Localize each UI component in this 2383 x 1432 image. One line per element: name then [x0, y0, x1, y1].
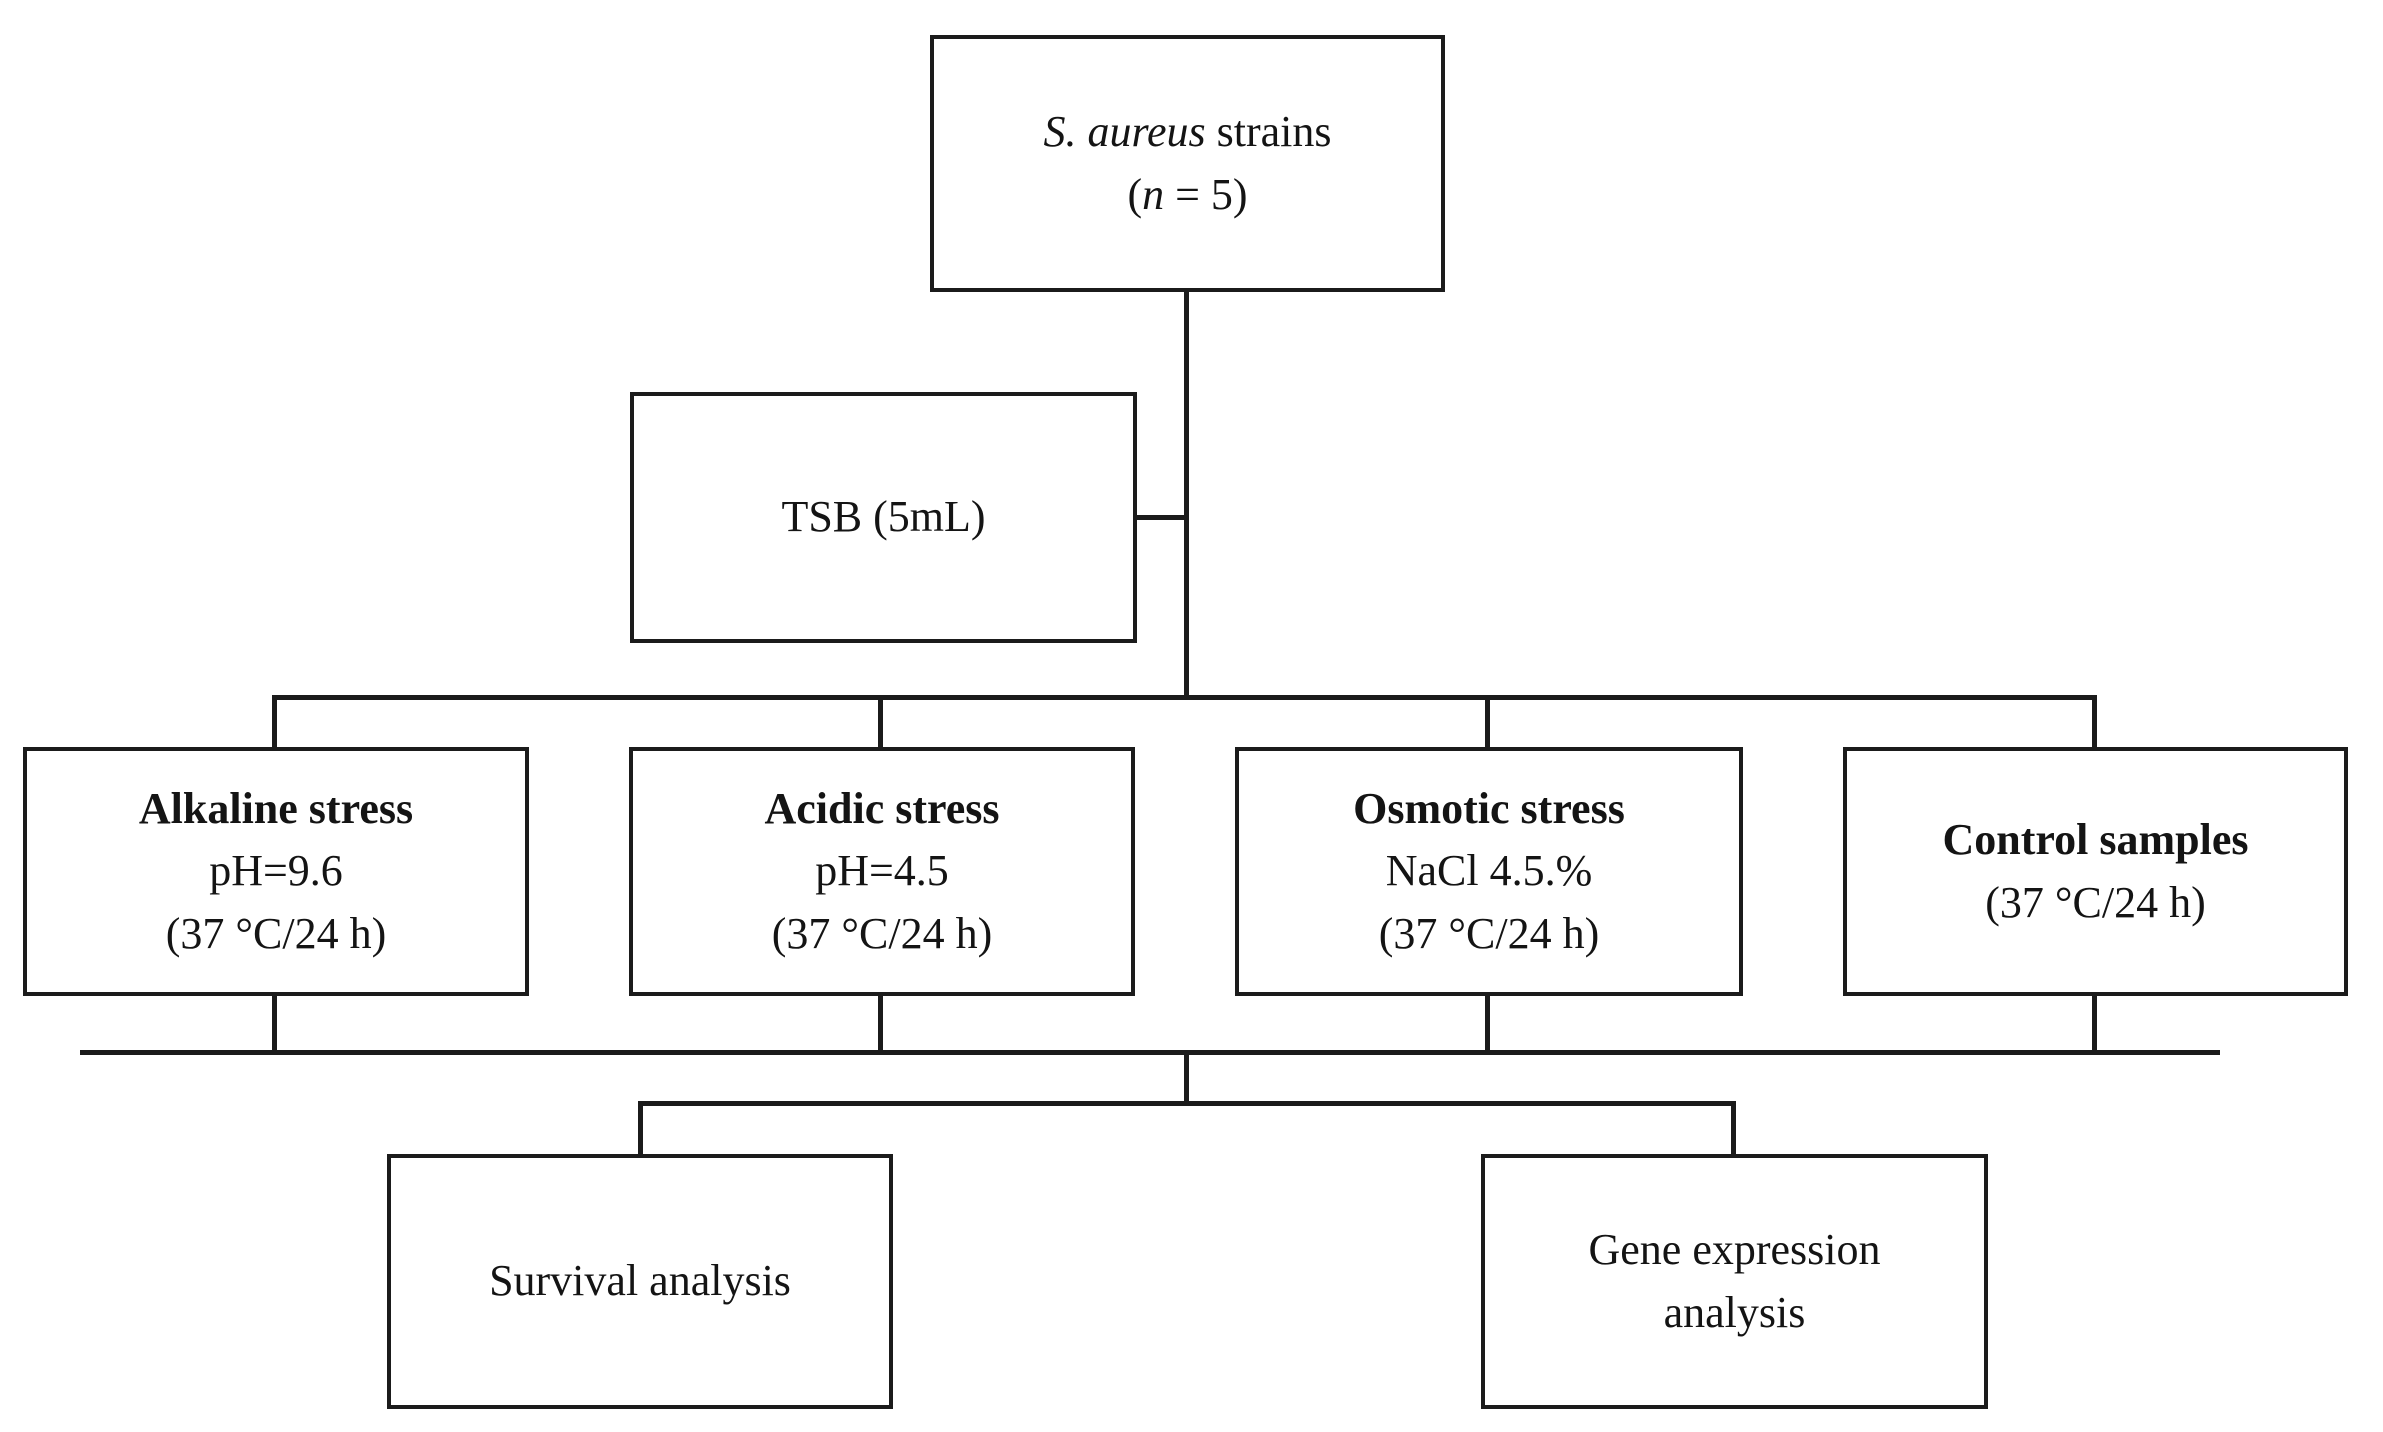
acidic-stress-box: Acidic stress pH=4.5 (37 °C/24 h): [629, 747, 1135, 996]
osmotic-stress-box: Osmotic stress NaCl 4.5.% (37 °C/24 h): [1235, 747, 1743, 996]
connector-stub-gene: [1731, 1101, 1736, 1157]
connector-stub-control-bottom: [2092, 993, 2097, 1055]
connector-main-trunk: [1184, 288, 1189, 698]
connector-analysis-bus: [638, 1101, 1736, 1106]
alkaline-condition: pH=9.6: [209, 846, 343, 896]
alkaline-stress-box: Alkaline stress pH=9.6 (37 °C/24 h): [23, 747, 529, 996]
connector-stub-osmotic-bottom: [1485, 993, 1490, 1055]
tsb-label: TSB (5mL): [781, 492, 986, 542]
acidic-incubation: (37 °C/24 h): [771, 908, 993, 958]
gene-expression-box: Gene expression analysis: [1481, 1154, 1988, 1409]
connector-collection-bus: [80, 1050, 2220, 1055]
connector-stub-alkaline-bottom: [272, 993, 277, 1055]
connector-stub-acidic-bottom: [878, 993, 883, 1055]
osmotic-condition: NaCl 4.5.%: [1385, 846, 1593, 896]
strains-line2: (n = 5): [1127, 169, 1248, 219]
strains-line1: S. aureus strains: [1043, 107, 1332, 157]
survival-analysis-box: Survival analysis: [387, 1154, 893, 1409]
osmotic-title: Osmotic stress: [1353, 783, 1625, 833]
acidic-condition: pH=4.5: [815, 846, 949, 896]
acidic-title: Acidic stress: [764, 783, 1000, 833]
gene-line1: Gene expression: [1588, 1225, 1881, 1275]
control-title: Control samples: [1942, 815, 2249, 865]
survival-label: Survival analysis: [489, 1256, 791, 1306]
connector-stub-alkaline-top: [272, 695, 277, 749]
strains-box: S. aureus strains (n = 5): [930, 35, 1445, 292]
strains-n-symbol: n: [1142, 169, 1165, 219]
connector-stub-control-top: [2092, 695, 2097, 749]
gene-line2: analysis: [1663, 1287, 1806, 1337]
osmotic-incubation: (37 °C/24 h): [1378, 908, 1600, 958]
alkaline-title: Alkaline stress: [138, 783, 414, 833]
connector-tsb-stub: [1135, 515, 1189, 520]
tsb-box: TSB (5mL): [630, 392, 1137, 643]
connector-distribution-bus: [272, 695, 2097, 700]
connector-center-drop: [1184, 1050, 1189, 1106]
alkaline-incubation: (37 °C/24 h): [165, 908, 387, 958]
connector-stub-acidic-top: [878, 695, 883, 749]
strains-species-text: S. aureus: [1043, 107, 1206, 157]
connector-stub-survival: [638, 1101, 643, 1157]
control-samples-box: Control samples (37 °C/24 h): [1843, 747, 2348, 996]
control-incubation: (37 °C/24 h): [1985, 877, 2206, 927]
connector-stub-osmotic-top: [1485, 695, 1490, 749]
